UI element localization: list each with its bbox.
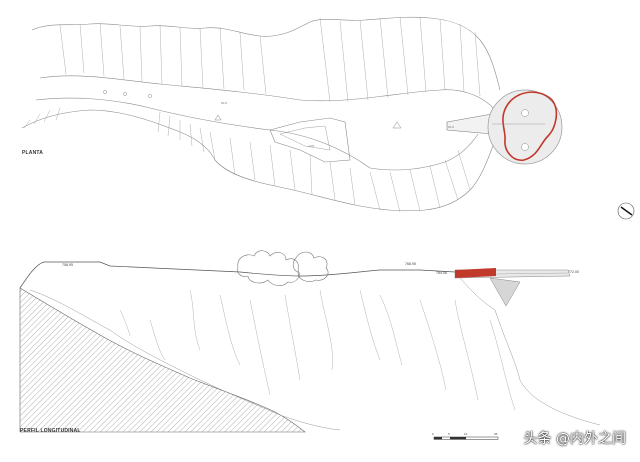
profile-support <box>489 277 521 307</box>
plan-lower-contour <box>21 109 496 212</box>
plan-plateau <box>269 117 351 163</box>
profile-hatched-ground <box>19 287 306 433</box>
plan-level-label-1: ±0.0 <box>221 101 227 105</box>
profile-title: PERFIL LONGITUDINAL <box>20 428 81 434</box>
scale-bar <box>433 436 499 440</box>
profile-terrain-line <box>19 261 456 289</box>
profile-trees <box>237 250 329 286</box>
plan-title: PLANTA <box>22 150 44 156</box>
profile-rock-fissures <box>119 289 516 411</box>
elevation-label-1: 758.95 <box>62 263 73 267</box>
plan-path-markers <box>103 90 402 129</box>
elevation-label-2: 768.95 <box>405 262 416 266</box>
elevation-label-3: 764.08 <box>436 271 447 275</box>
lookout-outer-circle <box>487 89 563 165</box>
site-plan <box>21 16 526 213</box>
plan-path-lower <box>35 97 479 171</box>
scale-tick-5: 5 <box>448 432 450 436</box>
plan-level-label-2: +0.5 <box>308 144 314 148</box>
watermark-text: 头条 @内外之间 <box>523 431 626 447</box>
plan-path-upper <box>39 75 496 111</box>
scale-tick-0: 0 <box>432 432 434 436</box>
north-arrow-icon <box>617 202 635 220</box>
plan-upper-contour <box>31 16 501 91</box>
plan-contour-ticks <box>23 107 471 213</box>
plan-upper-ticks <box>59 16 481 103</box>
longitudinal-profile <box>19 250 601 433</box>
profile-cliff-outline <box>29 271 601 431</box>
plan-level-label-3: ±0.0 <box>448 125 454 129</box>
scale-tick-10: 10 <box>464 432 468 436</box>
profile-platform-red <box>455 268 496 278</box>
elevation-label-4: 772.00 <box>568 270 579 274</box>
lookout-red-outline <box>502 91 558 161</box>
plan-plateau-inner <box>279 125 331 151</box>
plan-lookout-platform <box>487 89 563 165</box>
scale-tick-25: 25 <box>494 432 498 436</box>
